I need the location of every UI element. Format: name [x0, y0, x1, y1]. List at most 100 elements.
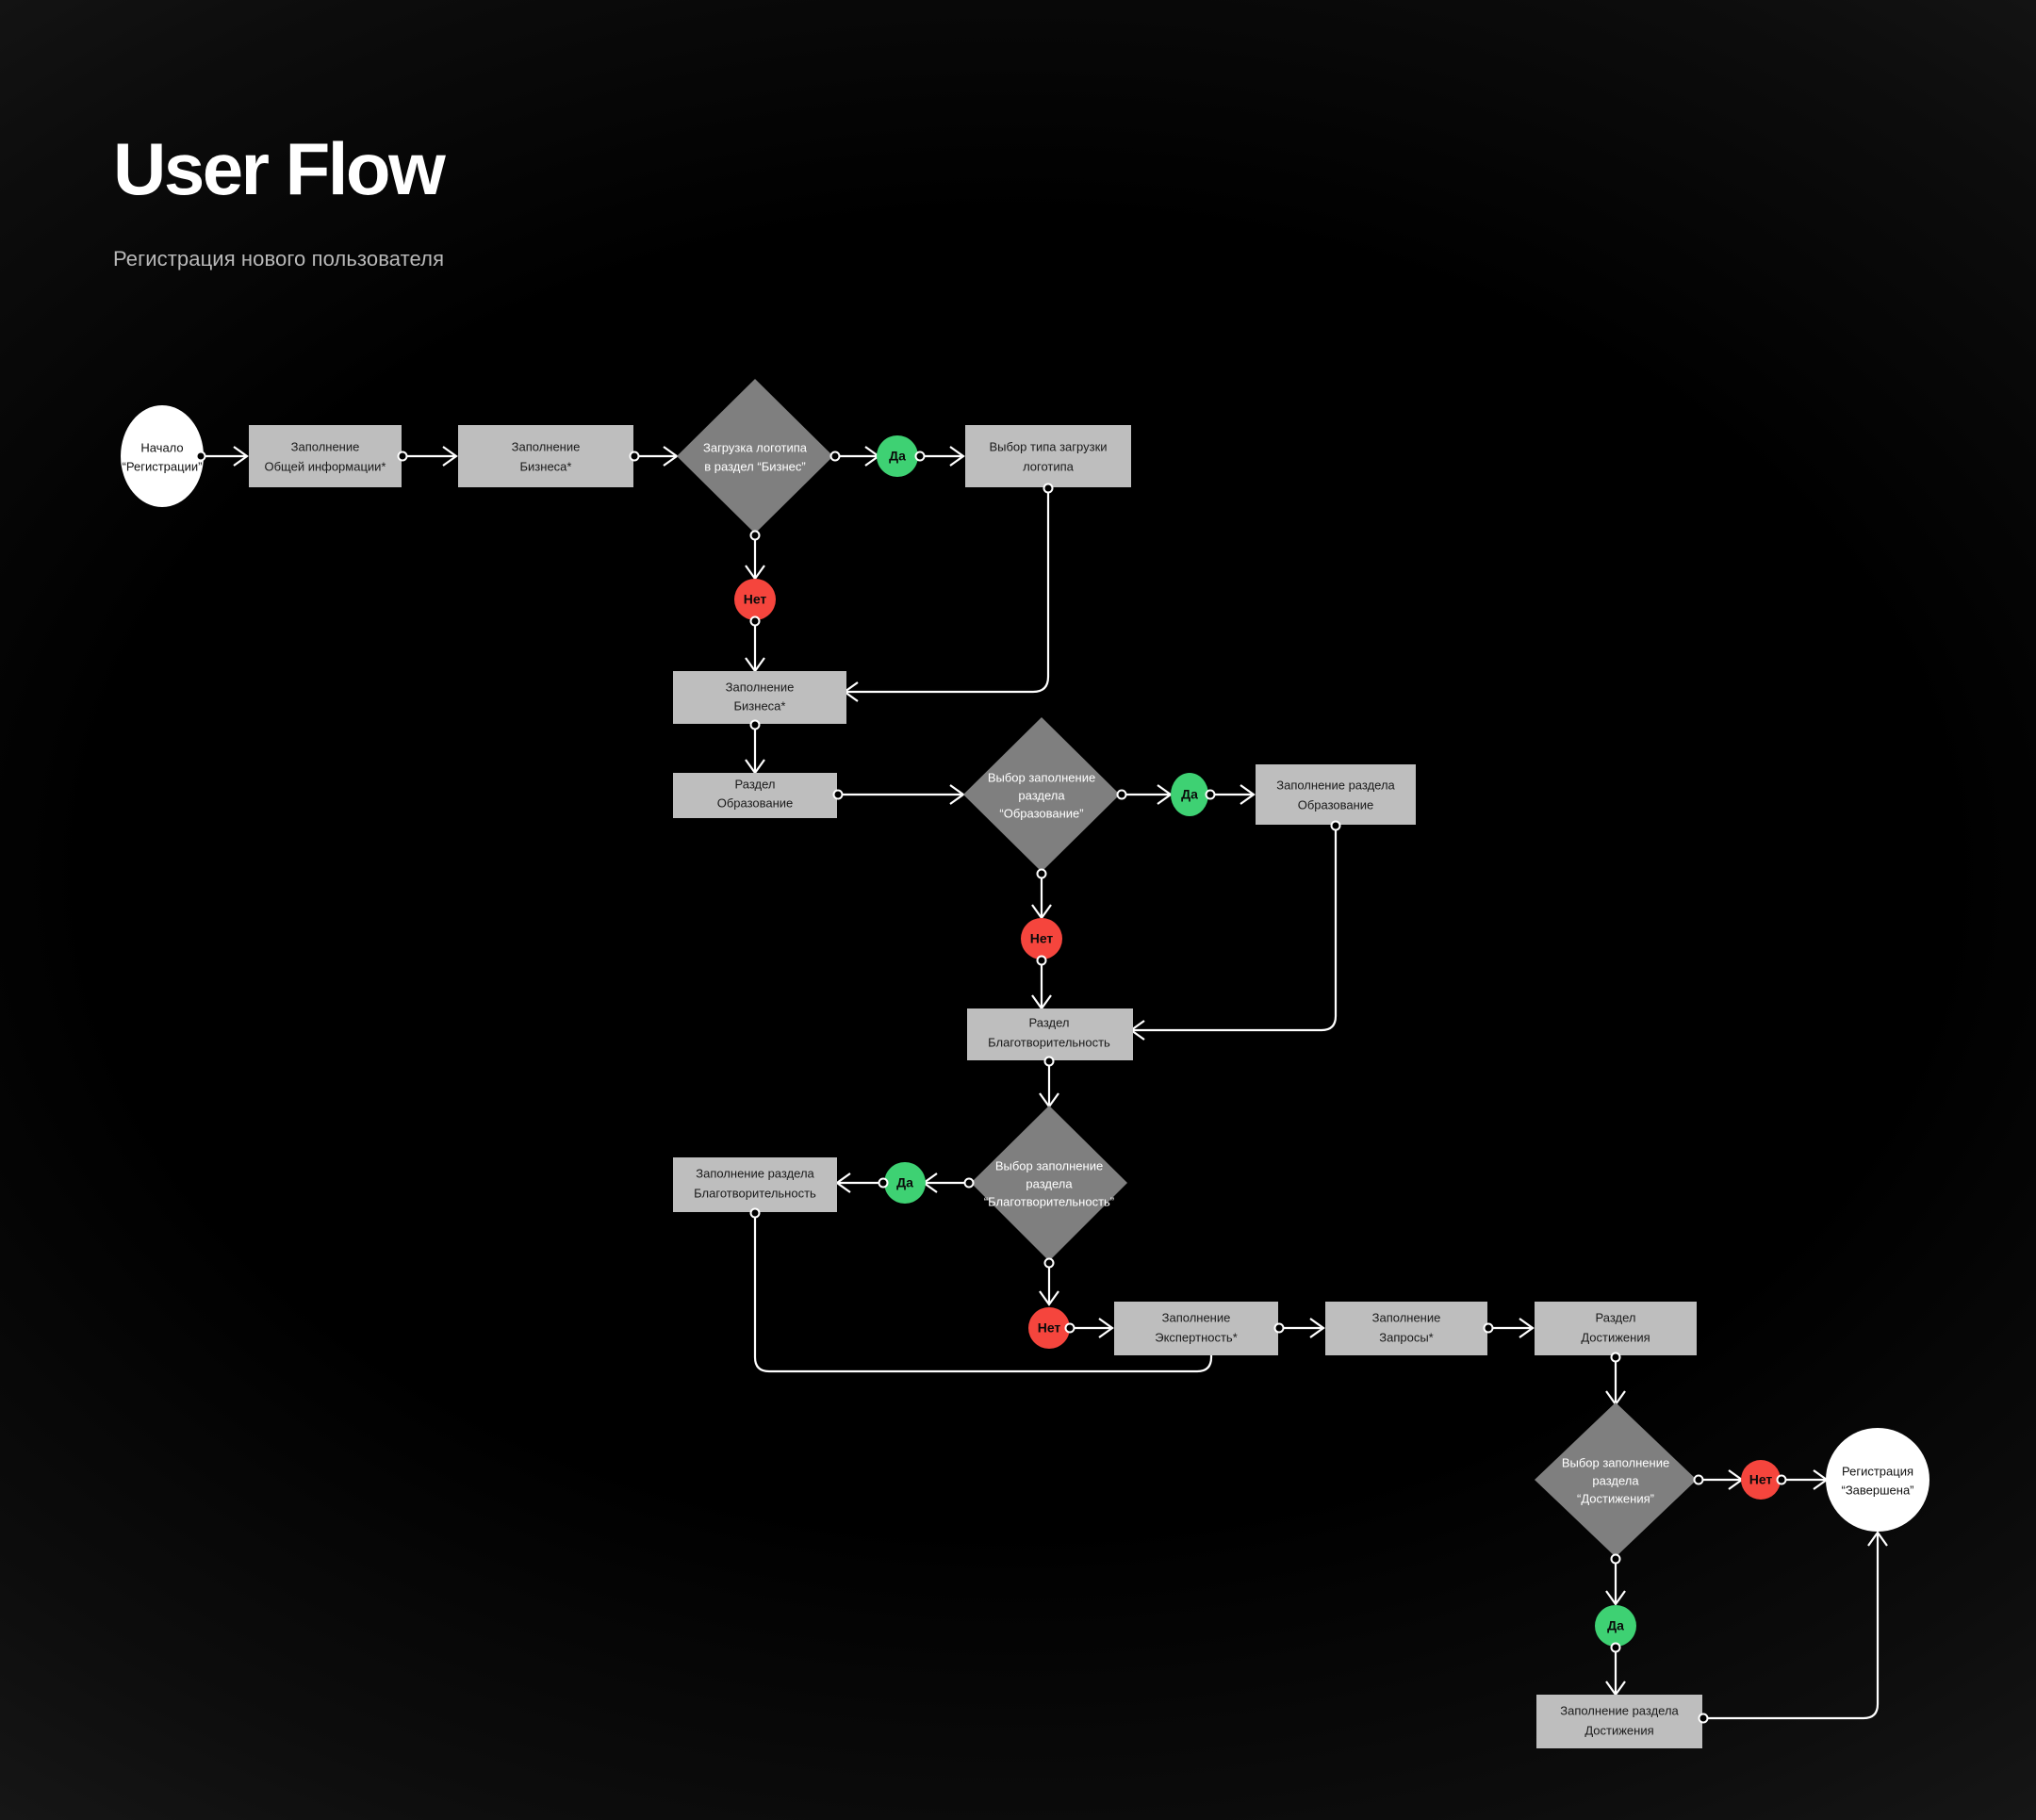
- node-section-education[interactable]: Раздел Образование: [673, 773, 837, 818]
- port-section-charity-out: [1043, 1056, 1055, 1067]
- node-requests[interactable]: Заполнение Запросы*: [1325, 1302, 1487, 1355]
- port-achievements-decision-yes: [1610, 1553, 1621, 1565]
- port-fill-education-out: [1330, 820, 1341, 831]
- general-info-box-shape[interactable]: [249, 425, 402, 487]
- expertise-box-shape[interactable]: [1114, 1302, 1278, 1355]
- node-business-1[interactable]: Заполнение Бизнеса*: [458, 425, 633, 487]
- node-charity-decision[interactable]: Выбор заполнение раздела “Благотворитель…: [971, 1106, 1127, 1261]
- node-logo-decision[interactable]: Загрузка логотипа в раздел “Бизнес”: [677, 379, 833, 533]
- edge-fill-charity-to-expertise: [753, 1214, 1213, 1373]
- education-no-badge-shape[interactable]: [1021, 918, 1062, 959]
- fill-charity-label-line2: Благотворительность: [694, 1186, 816, 1200]
- port-education-no-out: [1036, 955, 1047, 966]
- requests-label-line1: Заполнение: [1372, 1310, 1441, 1324]
- education-decision-label-line1: Выбор заполнение: [988, 770, 1095, 784]
- arrowhead-expertise: [1098, 1318, 1114, 1338]
- general-info-label-line1: Заполнение: [291, 439, 360, 453]
- node-logo-type[interactable]: Выбор типа загрузки логотипа: [965, 425, 1131, 487]
- business-1-label-line2: Бизнеса*: [520, 459, 572, 473]
- badge-education-yes[interactable]: Да: [1171, 773, 1208, 816]
- business-1-box-shape[interactable]: [458, 425, 633, 487]
- page-header: User Flow Регистрация нового пользовател…: [113, 132, 446, 271]
- port-charity-decision-yes: [963, 1177, 975, 1189]
- port-charity-yes-out: [878, 1177, 889, 1189]
- achievements-decision-diamond-shape[interactable]: [1535, 1402, 1697, 1557]
- port-section-achievements-out: [1610, 1352, 1621, 1363]
- badge-education-no[interactable]: Нет: [1021, 918, 1062, 959]
- node-general-info[interactable]: Заполнение Общей информации*: [249, 425, 402, 487]
- end-label-line1: Регистрация: [1842, 1464, 1913, 1478]
- charity-no-badge-shape[interactable]: [1028, 1307, 1070, 1349]
- start-label-line2: “Регистрации”: [123, 459, 203, 473]
- logo-decision-label-line1: Загрузка логотипа: [703, 440, 808, 454]
- port-achievements-yes-out: [1610, 1642, 1621, 1653]
- requests-box-shape[interactable]: [1325, 1302, 1487, 1355]
- badge-charity-yes[interactable]: Да: [884, 1162, 926, 1204]
- port-achievements-decision-no: [1693, 1474, 1704, 1485]
- section-charity-label-line1: Раздел: [1029, 1015, 1070, 1029]
- charity-decision-label-line1: Выбор заполнение: [995, 1158, 1103, 1172]
- business-2-box-shape[interactable]: [673, 671, 846, 724]
- charity-yes-badge-shape[interactable]: [884, 1162, 926, 1204]
- requests-label-line2: Запросы*: [1379, 1330, 1433, 1344]
- section-achievements-box-shape[interactable]: [1535, 1302, 1697, 1355]
- fill-achievements-label-line2: Достижения: [1584, 1723, 1653, 1737]
- section-education-box-shape[interactable]: [673, 773, 837, 818]
- node-section-charity[interactable]: Раздел Благотворительность: [967, 1008, 1133, 1060]
- port-requests-out: [1483, 1322, 1494, 1334]
- education-yes-badge-label: Да: [1181, 787, 1198, 802]
- achievements-no-badge-label: Нет: [1749, 1472, 1773, 1487]
- logo-decision-diamond-shape[interactable]: [677, 379, 833, 533]
- education-yes-badge-shape[interactable]: [1171, 773, 1208, 816]
- badge-achievements-yes[interactable]: Да: [1595, 1605, 1636, 1647]
- education-decision-label-line2: раздела: [1018, 788, 1065, 802]
- fill-education-box-shape[interactable]: [1256, 764, 1416, 825]
- fill-education-label-line2: Образование: [1298, 797, 1374, 812]
- fill-achievements-box-shape[interactable]: [1536, 1695, 1702, 1748]
- node-education-decision[interactable]: Выбор заполнение раздела “Образование”: [963, 717, 1120, 872]
- section-charity-label-line2: Благотворительность: [988, 1035, 1110, 1049]
- logo-no-badge-shape[interactable]: [734, 579, 776, 620]
- charity-decision-diamond-shape[interactable]: [971, 1106, 1127, 1261]
- edge-logo-type-to-business2: [846, 487, 1050, 694]
- node-business-2[interactable]: Заполнение Бизнеса*: [673, 671, 846, 724]
- node-fill-charity[interactable]: Заполнение раздела Благотворительность: [673, 1157, 837, 1212]
- port-section-education-out: [832, 789, 844, 800]
- badge-logo-yes[interactable]: Да: [877, 435, 918, 477]
- achievements-decision-label-line3: “Достижения”: [1577, 1491, 1654, 1505]
- node-start[interactable]: Начало “Регистрации”: [121, 405, 204, 507]
- port-logo-yes-out: [914, 451, 926, 462]
- node-fill-education[interactable]: Заполнение раздела Образование: [1256, 764, 1416, 825]
- education-decision-diamond-shape[interactable]: [963, 717, 1120, 872]
- port-fill-charity-out: [749, 1207, 761, 1219]
- port-charity-no-out: [1064, 1322, 1075, 1334]
- logo-type-box-shape[interactable]: [965, 425, 1131, 487]
- node-fill-achievements[interactable]: Заполнение раздела Достижения: [1536, 1695, 1702, 1748]
- node-achievements-decision[interactable]: Выбор заполнение раздела “Достижения”: [1535, 1402, 1697, 1557]
- port-general-info-out: [397, 451, 408, 462]
- arrowhead-general-info: [233, 446, 249, 467]
- achievements-yes-badge-shape[interactable]: [1595, 1605, 1636, 1647]
- logo-yes-badge-shape[interactable]: [877, 435, 918, 477]
- badge-logo-no[interactable]: Нет: [734, 579, 776, 620]
- end-terminator-shape[interactable]: [1826, 1428, 1929, 1532]
- charity-yes-badge-label: Да: [896, 1175, 913, 1190]
- fill-achievements-label-line1: Заполнение раздела: [1560, 1703, 1679, 1717]
- end-label-line2: “Завершена”: [1841, 1483, 1913, 1497]
- badge-achievements-no[interactable]: Нет: [1741, 1460, 1781, 1500]
- arrowhead-fill-education: [1240, 784, 1256, 805]
- achievements-decision-label-line1: Выбор заполнение: [1562, 1455, 1669, 1469]
- node-end[interactable]: Регистрация “Завершена”: [1826, 1428, 1929, 1532]
- port-education-yes-out: [1205, 789, 1216, 800]
- start-terminator-shape[interactable]: [121, 405, 204, 507]
- section-charity-box-shape[interactable]: [967, 1008, 1133, 1060]
- badge-charity-no[interactable]: Нет: [1028, 1307, 1070, 1349]
- charity-decision-label-line3: “Благотворительность”: [984, 1194, 1114, 1208]
- achievements-no-badge-shape[interactable]: [1741, 1460, 1781, 1500]
- fill-charity-box-shape[interactable]: [673, 1157, 837, 1212]
- charity-no-badge-label: Нет: [1038, 1320, 1061, 1336]
- node-expertise[interactable]: Заполнение Экспертность*: [1114, 1302, 1278, 1355]
- node-section-achievements[interactable]: Раздел Достижения: [1535, 1302, 1697, 1355]
- port-expertise-out: [1273, 1322, 1285, 1334]
- port-education-decision-no: [1036, 868, 1047, 879]
